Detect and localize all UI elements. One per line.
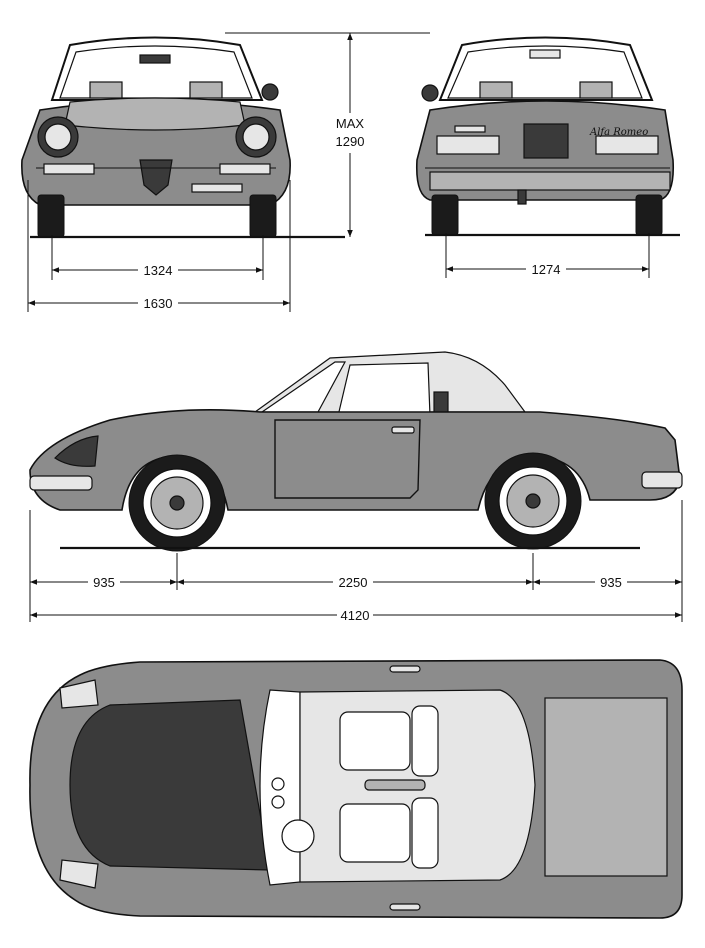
rear-overhang-value: 935 (600, 575, 622, 590)
front-overhang-value: 935 (93, 575, 115, 590)
rear-view: Alfa Romeo (415, 36, 680, 237)
wheelbase-value: 2250 (339, 575, 368, 590)
length-dimensions: 935 2250 935 4120 (29, 500, 683, 623)
rear-track-dimension: 1274 (445, 233, 650, 278)
top-view (29, 659, 683, 919)
rear-track-value: 1274 (532, 262, 561, 277)
front-view (21, 36, 345, 239)
overall-width-dimension: 1630 (27, 180, 291, 312)
front-track-value: 1324 (144, 263, 173, 278)
front-track-dimension: 1324 (51, 235, 264, 280)
max-height-label: MAX (336, 116, 365, 131)
height-dimension: MAX 1290 (225, 32, 430, 237)
side-view (29, 351, 683, 552)
max-height-value: 1290 (336, 134, 365, 149)
rear-badge: Alfa Romeo (589, 127, 648, 138)
overall-length-value: 4120 (341, 608, 370, 623)
overall-width-value: 1630 (144, 296, 173, 311)
